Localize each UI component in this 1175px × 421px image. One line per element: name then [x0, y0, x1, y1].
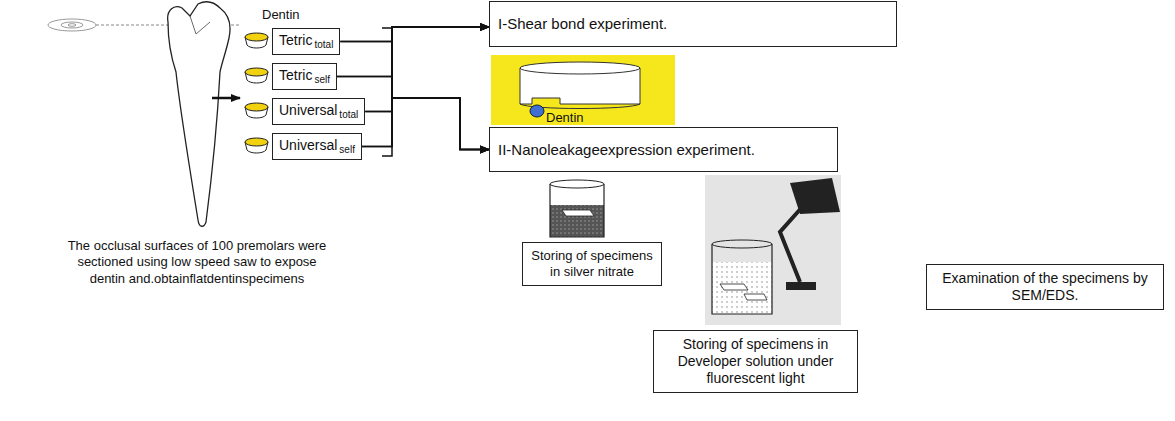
subscript-text: total	[314, 39, 333, 50]
dentin-dish	[245, 33, 268, 153]
box-text: Examination of the specimens by SEM/EDS.	[935, 270, 1155, 304]
process-box: I-Shear bond experiment.	[489, 1, 897, 47]
connector-arrow	[340, 27, 489, 42]
connector-arrow	[365, 27, 489, 112]
box-text: Storing of specimens in silver nitrate	[531, 248, 653, 279]
connector-arrow	[340, 42, 489, 150]
lamp-illustration	[705, 175, 841, 325]
part-label: Dentin	[546, 110, 626, 126]
box-text: I-Shear bond experiment.	[498, 15, 888, 33]
arrow	[212, 97, 240, 100]
connector-arrow	[362, 98, 489, 150]
silver-nitrate-beaker	[550, 180, 604, 237]
subscript-text: self	[339, 144, 355, 155]
process-box: Tetrictotal	[272, 28, 340, 55]
connector-arrow	[365, 98, 489, 150]
saw-disc	[48, 19, 96, 31]
process-box: Storing of specimens in Developer soluti…	[653, 330, 858, 393]
subscript-text: self	[314, 74, 330, 85]
caption-text: The occlusal surfaces of 100 premolars w…	[66, 238, 328, 287]
box-text: Universal	[279, 102, 337, 118]
tooth-detail	[190, 16, 210, 34]
connector-arrow	[362, 27, 489, 147]
process-box: Examination of the specimens by SEM/EDS.	[926, 264, 1164, 310]
box-text: II-Nanoleakageexpression experiment.	[498, 141, 829, 159]
subscript-text: total	[339, 109, 358, 120]
shear-test-cylinder	[520, 62, 640, 109]
box-text: Tetric	[279, 67, 312, 83]
box-text: Storing of specimens in Developer soluti…	[662, 336, 849, 386]
process-box: Universaltotal	[272, 98, 365, 125]
process-box: Universalself	[272, 133, 362, 160]
part-label: Dentin	[262, 7, 342, 23]
box-text: Universal	[279, 137, 337, 153]
box-text: Tetric	[279, 32, 312, 48]
connector-arrow	[337, 27, 489, 77]
premolar-tooth	[168, 2, 230, 226]
process-box: II-Nanoleakageexpression experiment.	[489, 127, 838, 172]
process-box: Tetricself	[272, 63, 337, 90]
dentin-sample	[530, 105, 544, 117]
bracket	[382, 28, 392, 156]
process-box: Storing of specimens in silver nitrate	[522, 242, 662, 286]
